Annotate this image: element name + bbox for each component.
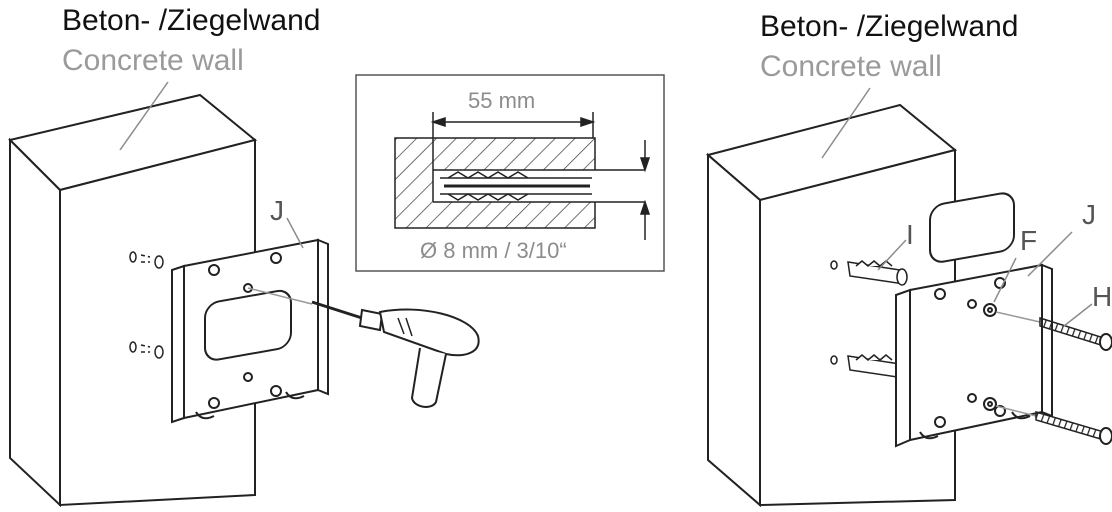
anchor-label: I bbox=[906, 219, 914, 250]
right-bracket bbox=[895, 192, 1053, 448]
right-wall-leader bbox=[821, 87, 871, 159]
washer-label: F bbox=[1020, 225, 1037, 256]
screws bbox=[995, 311, 1112, 445]
right-wall-label-en: Concrete wall bbox=[760, 50, 942, 83]
right-bracket-leader bbox=[1027, 231, 1073, 277]
drill-icon bbox=[247, 287, 480, 408]
depth-label: 55 mm bbox=[468, 88, 535, 113]
screw-label: H bbox=[1092, 281, 1112, 312]
anchor-leader bbox=[877, 239, 907, 271]
left-bracket-leader bbox=[286, 217, 304, 249]
right-wall-label-de: Beton- /Ziegelwand bbox=[760, 10, 1019, 43]
left-wall-label-en: Concrete wall bbox=[62, 44, 244, 77]
left-wall-holes bbox=[129, 251, 164, 359]
detail-box bbox=[355, 74, 665, 272]
left-wall-label-de: Beton- /Ziegelwand bbox=[62, 4, 321, 37]
left-wall-leader bbox=[119, 81, 169, 151]
washers bbox=[983, 303, 997, 411]
diameter-label: Ø 8 mm / 3/10“ bbox=[420, 238, 567, 263]
right-bracket-label: J bbox=[1082, 199, 1096, 230]
left-bracket bbox=[171, 238, 329, 424]
screw-leader bbox=[1063, 303, 1093, 327]
left-bracket-label: J bbox=[270, 195, 284, 226]
washer-leader bbox=[993, 257, 1017, 303]
